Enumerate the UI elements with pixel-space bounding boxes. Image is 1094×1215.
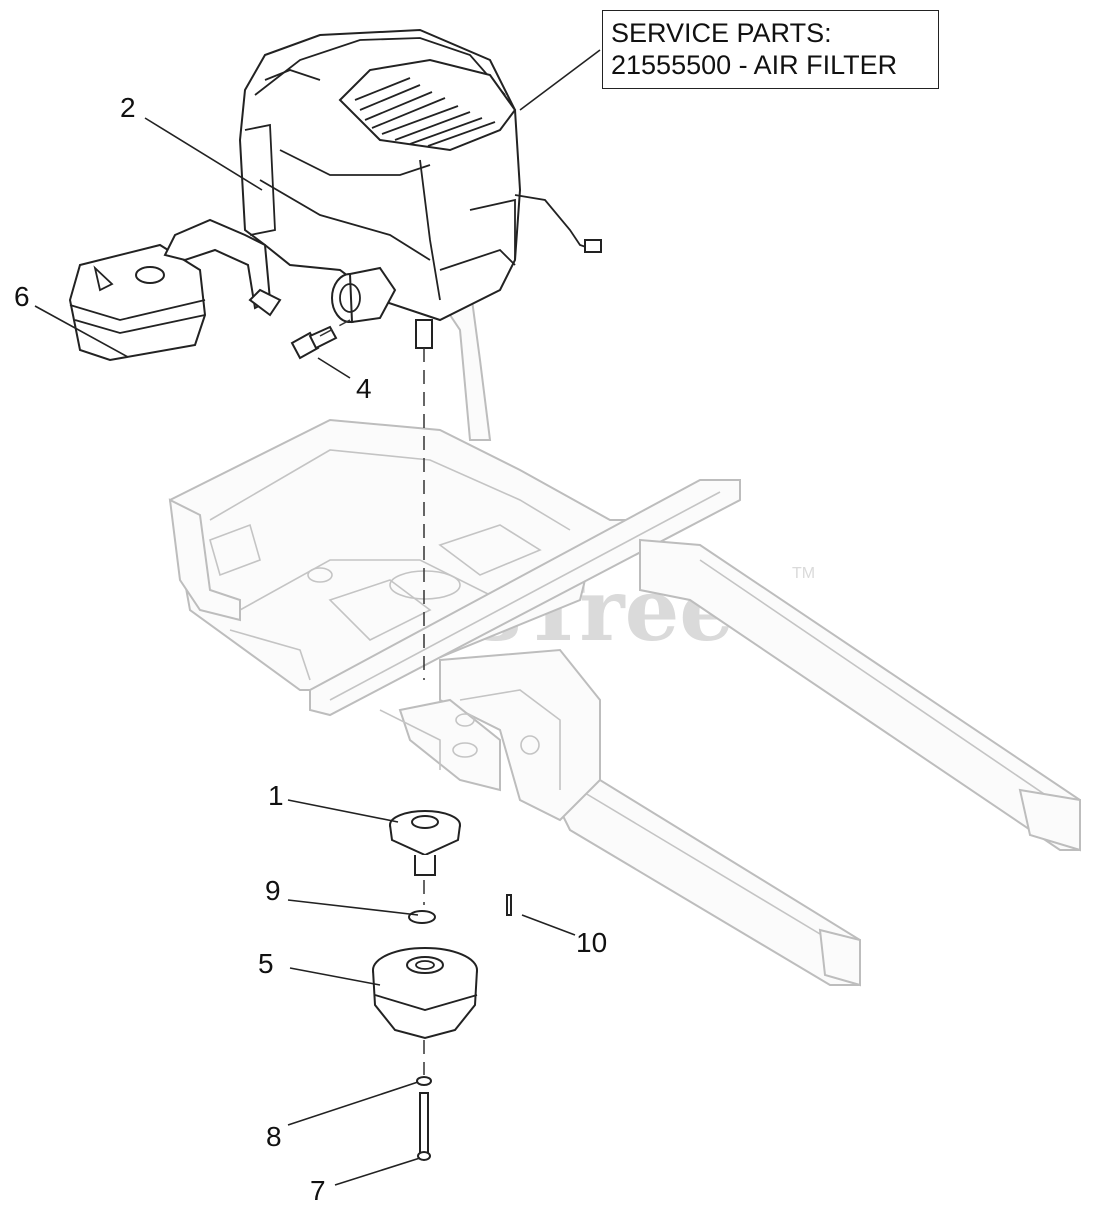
callout-6: 6 [14,281,30,312]
callout-9: 9 [265,875,281,906]
callout-8: 8 [266,1121,282,1152]
callout-7: 7 [310,1175,326,1206]
service-parts-air-filter: 21555500 - AIR FILTER [611,50,898,80]
callout-1: 1 [268,780,284,811]
service-parts-box: SERVICE PARTS: 21555500 - AIR FILTER [602,10,939,89]
callout-10: 10 [576,927,607,958]
fitting-axis [319,319,351,337]
callout-4: 4 [356,373,372,404]
pin-part [506,894,512,916]
mower-frame [168,263,1081,987]
callout-2: 2 [120,92,136,123]
bolt-and-washer [416,1076,432,1161]
fitting-part [290,325,338,360]
pulley [389,810,461,876]
key-part [408,910,436,924]
engine-assembly [238,28,602,349]
watermark-tm: TM [792,565,815,582]
pto-clutch [372,947,478,1040]
service-parts-heading: SERVICE PARTS: [611,18,832,48]
callout-5: 5 [258,948,274,979]
leader-lines [34,49,601,1186]
muffler [68,218,282,362]
